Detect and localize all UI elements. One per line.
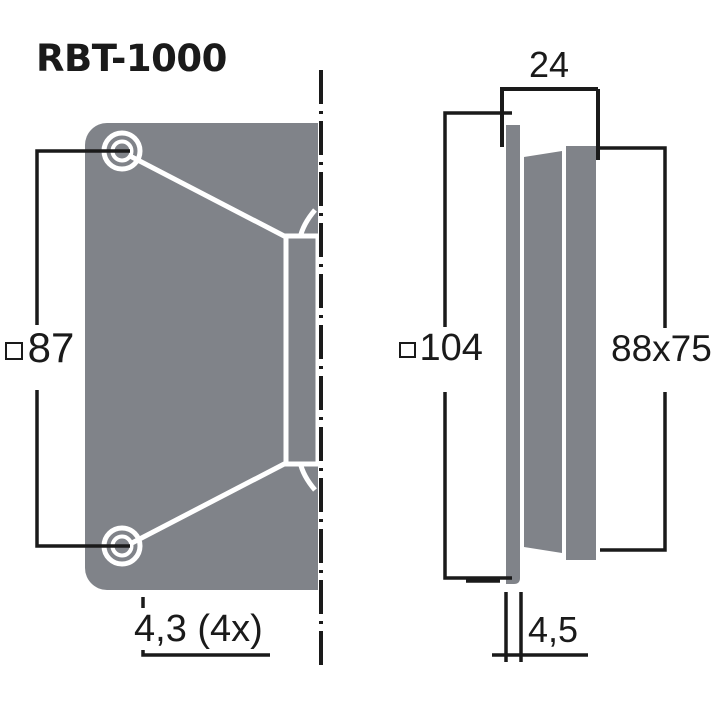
page-title: RBT-1000 xyxy=(36,37,227,80)
side-view-group xyxy=(443,87,667,662)
side-front-plate xyxy=(506,125,520,584)
dim-87-upper-line xyxy=(35,149,130,330)
dim-24-left-arm xyxy=(500,87,598,147)
side-body-block xyxy=(524,151,562,553)
dim-104-upper-line xyxy=(443,111,512,330)
dim-88x75-lower-line xyxy=(600,392,667,552)
waveguide-curve-top xyxy=(297,208,317,239)
front-plate-body xyxy=(85,123,318,590)
dim-88x75-upper-line xyxy=(600,146,667,330)
rib-line-top xyxy=(126,152,290,241)
dimension-label-depth-24: 24 xyxy=(524,46,575,84)
dimension-label-body-88x75: 88x75 xyxy=(608,328,715,369)
square-symbol-icon-2 xyxy=(399,341,416,359)
front-view-group xyxy=(35,70,323,665)
rib-line-bottom xyxy=(126,459,290,548)
waveguide-curve-bottom xyxy=(297,461,317,492)
dimension-value-104: 104 xyxy=(419,327,483,369)
dimension-label-hole-43: 4,3 (4x) xyxy=(130,608,267,650)
dim-87-lower-line xyxy=(35,390,130,548)
square-symbol-icon xyxy=(5,341,24,361)
side-rear-block xyxy=(566,146,596,560)
dimension-label-flange-104: 104 xyxy=(396,327,486,369)
dimension-label-thickness-45: 4,5 xyxy=(524,610,583,650)
dimension-value-87: 87 xyxy=(27,324,75,371)
dimension-label-height-87: 87 xyxy=(2,324,78,371)
ribbon-element-outline xyxy=(283,233,321,467)
dim-104-lower-line xyxy=(443,392,512,580)
